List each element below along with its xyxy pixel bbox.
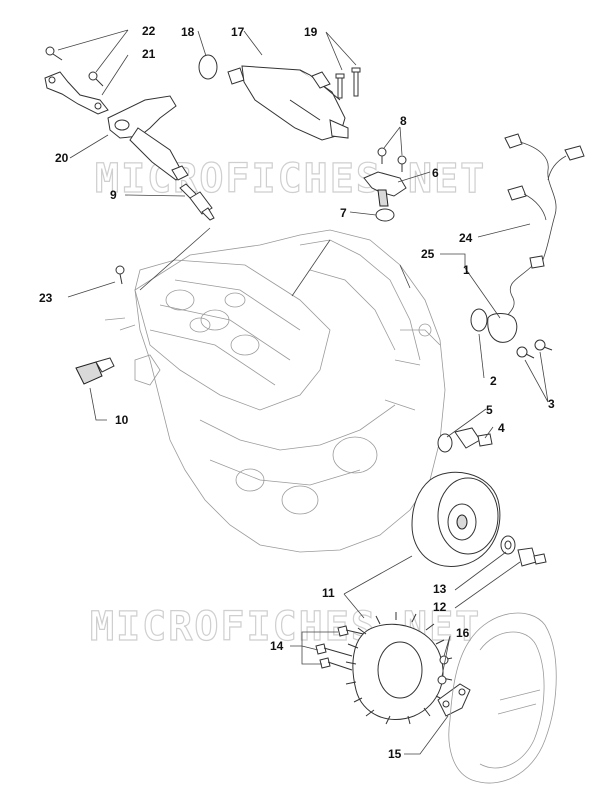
screw-23 <box>115 265 125 285</box>
spark-plug <box>179 183 215 221</box>
ignition-coil <box>107 95 189 181</box>
callout-19: 19 <box>304 25 318 39</box>
o-ring-18 <box>198 54 218 80</box>
callout-23: 23 <box>39 291 53 305</box>
flywheel <box>411 471 501 568</box>
callout-6: 6 <box>432 166 439 180</box>
callout-8: 8 <box>400 114 407 128</box>
callout-25: 25 <box>421 247 435 261</box>
engine-block <box>104 229 446 553</box>
screw-22b <box>88 71 104 87</box>
bolt-19b <box>351 67 361 97</box>
screw-16b <box>437 675 447 685</box>
wiring-harness <box>487 133 585 343</box>
bolt-12 <box>517 547 547 567</box>
callout-7: 7 <box>340 206 347 220</box>
starter-motor <box>227 65 349 141</box>
washer-5 <box>437 433 453 453</box>
callout-17: 17 <box>231 25 245 39</box>
screw-22a <box>45 46 63 61</box>
bolt-14b <box>315 643 353 657</box>
callout-3: 3 <box>548 397 555 411</box>
callout-5: 5 <box>486 403 493 417</box>
callout-2: 2 <box>490 374 497 388</box>
clamp-15 <box>437 683 471 717</box>
sensor-6 <box>363 171 407 207</box>
callout-4: 4 <box>498 421 505 435</box>
screw-3a <box>516 346 535 359</box>
screw-3b <box>534 339 553 351</box>
callout-16: 16 <box>456 626 470 640</box>
temp-sensor <box>75 357 115 385</box>
callout-12: 12 <box>433 600 447 614</box>
callout-11: 11 <box>322 586 335 600</box>
callout-24: 24 <box>459 231 473 245</box>
callout-20: 20 <box>55 151 69 165</box>
bolt-14c <box>319 657 353 671</box>
bolt-19a <box>335 73 345 99</box>
o-ring-7 <box>375 208 395 222</box>
callout-15: 15 <box>388 747 402 761</box>
leader-lines <box>57 29 549 755</box>
callout-9: 9 <box>110 188 117 202</box>
o-ring-2 <box>470 308 488 332</box>
coil-bracket <box>44 71 109 115</box>
screw-8a <box>377 147 387 164</box>
screw-16a <box>439 655 449 665</box>
callout-14: 14 <box>270 639 284 653</box>
callout-21: 21 <box>142 47 156 61</box>
callout-10: 10 <box>115 413 129 427</box>
callout-18: 18 <box>181 25 195 39</box>
screw-8b <box>397 155 407 172</box>
callout-1: 1 <box>463 263 470 277</box>
washer-13-hole <box>504 540 512 550</box>
stator <box>345 612 453 725</box>
generator-cover <box>448 612 557 784</box>
callout-13: 13 <box>433 582 447 596</box>
sensor-4 <box>454 427 493 449</box>
callout-22: 22 <box>142 24 156 38</box>
